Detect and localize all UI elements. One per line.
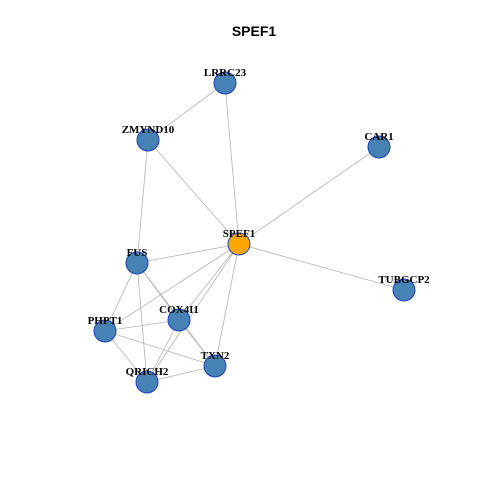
node-tubgcp2[interactable]	[392, 278, 416, 302]
edge-car1-spef1	[238, 146, 380, 245]
node-label-car1: CAR1	[364, 131, 393, 143]
edge-spef1-cox4i1	[178, 243, 240, 321]
node-label-tubgcp2: TUBGCP2	[378, 274, 430, 286]
edge-fus-qrich2	[136, 262, 148, 383]
edge-zmynd10-fus	[136, 139, 149, 264]
edge-spef1-fus	[136, 243, 240, 264]
graph-title: SPEF1	[232, 23, 277, 39]
edge-cox4i1-qrich2	[146, 319, 180, 383]
edge-cox4i1-phpt1	[104, 319, 180, 332]
edge-spef1-tubgcp2	[238, 243, 405, 291]
node-spef1[interactable]	[227, 232, 251, 256]
edge-spef1-qrich2	[146, 243, 240, 383]
edge-qrich2-txn2	[146, 365, 216, 383]
edge-lrrc23-zmynd10	[147, 82, 226, 141]
node-car1[interactable]	[367, 135, 391, 159]
node-zmynd10[interactable]	[136, 128, 160, 152]
edge-spef1-txn2	[214, 243, 240, 367]
node-txn2[interactable]	[203, 354, 227, 378]
node-label-spef1: SPEF1	[223, 228, 255, 240]
node-layer	[93, 71, 416, 394]
edge-lrrc23-spef1	[224, 82, 240, 245]
node-lrrc23[interactable]	[213, 71, 237, 95]
edge-spef1-phpt1	[104, 243, 240, 332]
node-label-phpt1: PHPT1	[88, 315, 123, 327]
node-label-txn2: TXN2	[201, 350, 230, 362]
node-label-qrich2: QRICH2	[126, 366, 169, 378]
node-fus[interactable]	[125, 251, 149, 275]
node-label-lrrc23: LRRC23	[204, 67, 247, 79]
node-label-cox4i1: COX4I1	[159, 304, 199, 316]
edge-phpt1-txn2	[104, 330, 216, 367]
node-label-zmynd10: ZMYND10	[122, 124, 175, 136]
node-cox4i1[interactable]	[167, 308, 191, 332]
node-phpt1[interactable]	[93, 319, 117, 343]
edge-fus-phpt1	[104, 262, 138, 332]
edge-zmynd10-spef1	[147, 139, 240, 245]
node-qrich2[interactable]	[135, 370, 159, 394]
node-label-fus: FUS	[127, 247, 148, 259]
